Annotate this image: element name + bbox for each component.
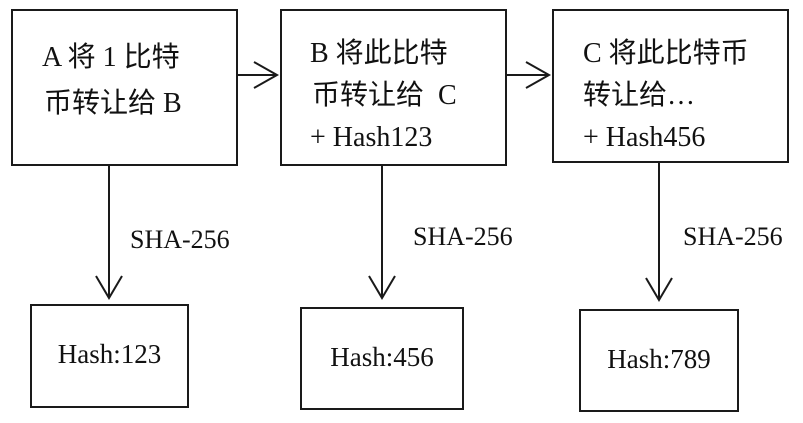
transaction-box-b: B 将此比特 币转让给 C + Hash123 — [280, 9, 507, 166]
transaction-b-line-3: + Hash123 — [310, 122, 433, 153]
arrow-head-b-to-hash — [368, 275, 396, 300]
transaction-b-line-2: 币转让给 C — [312, 80, 457, 111]
arrow-head-c-to-hash — [645, 277, 673, 302]
transaction-box-a: A 将 1 比特 币转让给 B — [11, 9, 238, 166]
transaction-c-line-1: C 将此比特币 — [583, 38, 749, 69]
transaction-c-line-3: + Hash456 — [583, 122, 706, 153]
transaction-box-c: C 将此比特币 转让给… + Hash456 — [552, 9, 789, 163]
hash-function-label-c: SHA-256 — [683, 222, 783, 251]
hash-output-1: Hash:123 — [57, 339, 162, 369]
transaction-a-line-1: A 将 1 比特 — [42, 42, 180, 73]
arrow-head-a-to-hash — [95, 275, 123, 300]
hash-output-box-1: Hash:123 — [30, 304, 189, 408]
arrow-head-b-to-c — [525, 61, 552, 89]
hash-output-box-2: Hash:456 — [300, 307, 464, 410]
transaction-b-line-1: B 将此比特 — [310, 38, 448, 69]
hash-output-2: Hash:456 — [330, 342, 434, 372]
hash-function-label-b: SHA-256 — [413, 222, 513, 251]
transaction-a-line-2: 币转让给 B — [44, 88, 182, 119]
hash-output-3: Hash:789 — [607, 344, 711, 374]
transaction-c-line-2: 转让给… — [583, 80, 696, 111]
hash-output-box-3: Hash:789 — [579, 309, 739, 412]
arrow-head-a-to-b — [253, 61, 280, 89]
hash-function-label-a: SHA-256 — [130, 225, 230, 254]
